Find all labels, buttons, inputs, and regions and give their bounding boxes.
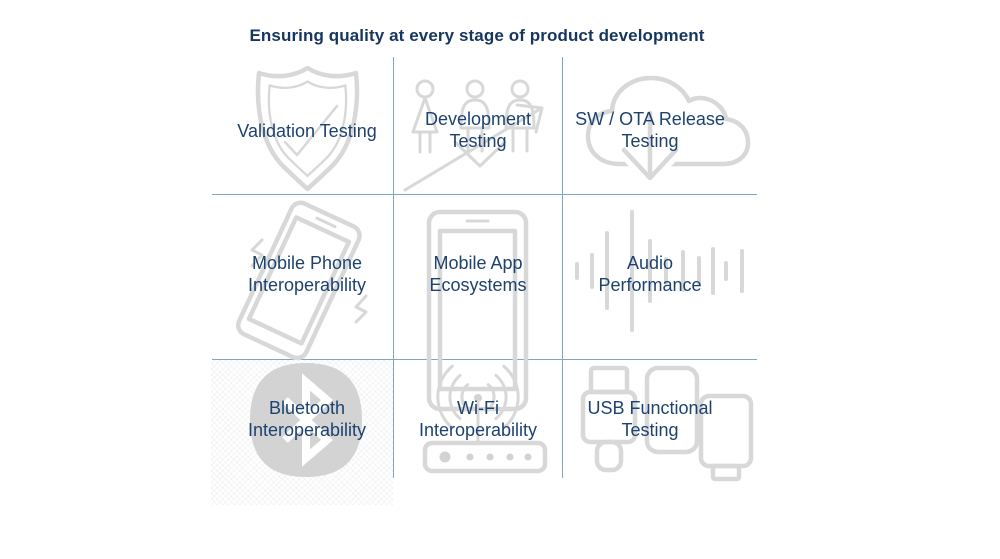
cell-mobile-phone-interoperability: Mobile Phone Interoperability: [212, 194, 393, 361]
vibrating-phone-icon: [235, 200, 368, 361]
wifi-router-icon: [422, 364, 548, 474]
shield-check-icon: [255, 65, 360, 192]
cell-sw-ota-release-testing: SW / OTA Release Testing: [562, 57, 760, 194]
cell-label: Bluetooth Interoperability: [247, 398, 367, 440]
cell-bluetooth-interoperability: Bluetooth Interoperability: [212, 359, 393, 483]
audio-waveform-icon: [575, 210, 744, 332]
cell-usb-functional-testing: USB Functional Testing: [562, 359, 760, 483]
grid-divider-vertical-1: [393, 57, 394, 478]
cell-label: USB Functional Testing: [587, 398, 713, 440]
cell-wifi-interoperability: Wi-Fi Interoperability: [393, 359, 562, 483]
grid-divider-horizontal-2: [212, 359, 757, 360]
cell-label: Mobile App Ecosystems: [429, 253, 527, 295]
cell-label: Wi-Fi Interoperability: [418, 398, 538, 440]
team-growth-arrow-icon: [403, 79, 544, 192]
cloud-download-icon: [585, 75, 751, 186]
grid-divider-horizontal-1: [212, 194, 757, 195]
cell-development-testing: Development Testing: [393, 57, 562, 194]
page-title: Ensuring quality at every stage of produ…: [249, 26, 705, 45]
cell-label: Development Testing: [424, 109, 532, 151]
cell-label: SW / OTA Release Testing: [575, 109, 725, 151]
cell-label: Audio Performance: [598, 253, 702, 295]
cell-label: Mobile Phone Interoperability: [247, 253, 367, 295]
cell-label: Validation Testing: [237, 121, 377, 141]
cell-validation-testing: Validation Testing: [212, 57, 393, 194]
cell-mobile-app-ecosystems: Mobile App Ecosystems: [393, 194, 562, 412]
usb-connectors-icon: [580, 365, 754, 482]
bluetooth-icon: [250, 363, 362, 477]
grid-divider-vertical-2: [562, 57, 563, 478]
cell-audio-performance: Audio Performance: [562, 194, 760, 359]
